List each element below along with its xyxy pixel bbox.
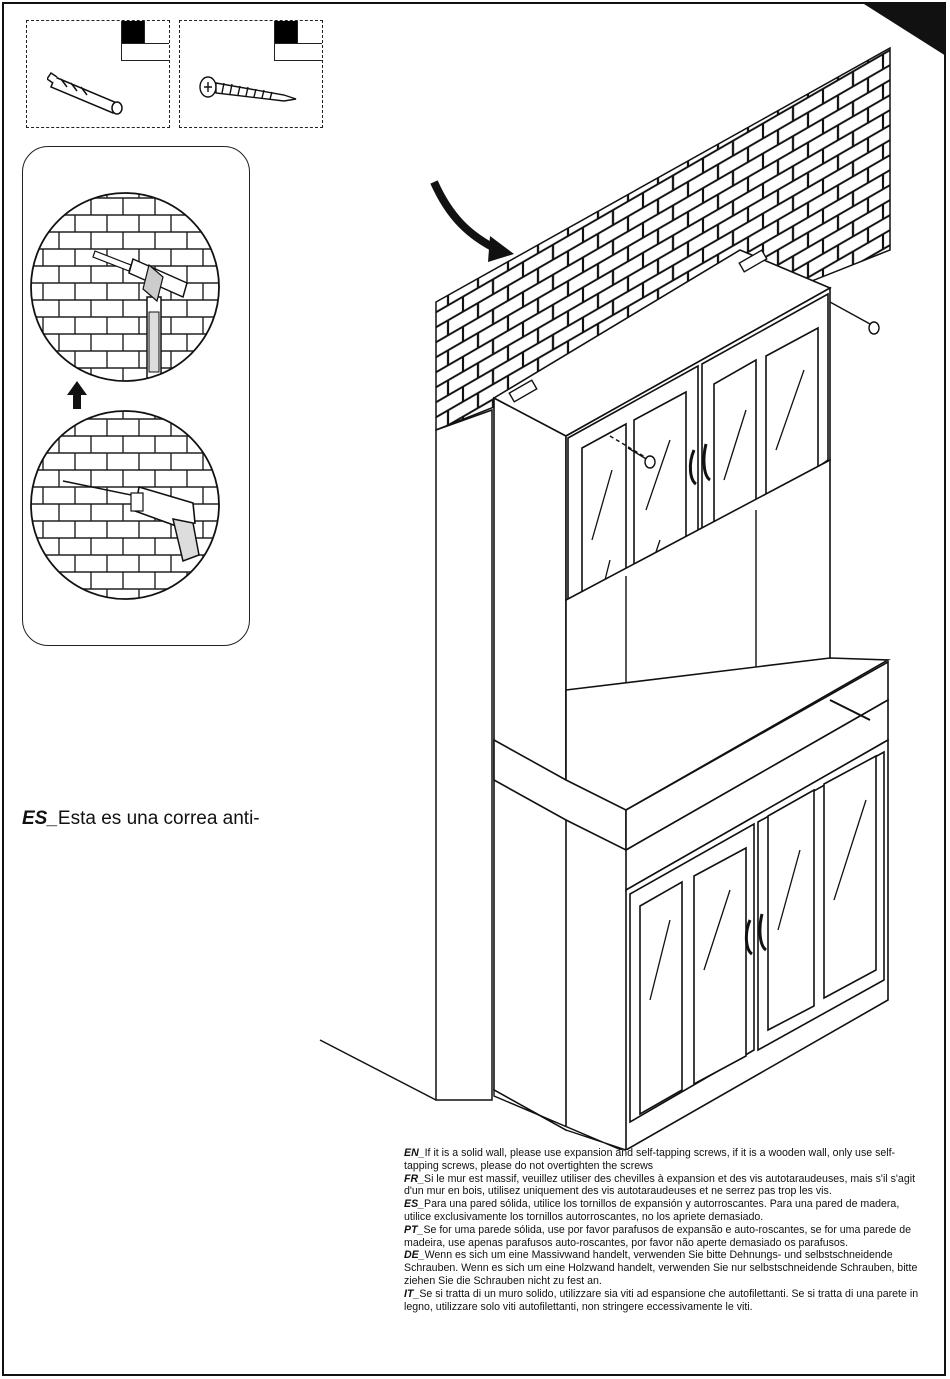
detail-panel — [22, 146, 250, 646]
part-box-anchor — [26, 20, 170, 128]
instruction-de: DE_Wenn es sich um eine Massivwand hande… — [404, 1249, 918, 1287]
part-box-screw — [179, 20, 323, 128]
cabinet-illustration — [319, 46, 891, 1150]
instruction-es: ES_Para una pared sólida, utilice los to… — [404, 1198, 900, 1223]
screw-icon — [199, 76, 297, 102]
quantity-swatch — [274, 21, 322, 61]
curved-arrow-icon — [430, 180, 514, 262]
hammer-icon — [92, 250, 188, 381]
instructions-block: EN_If it is a solid wall, please use exp… — [404, 1147, 924, 1313]
expansion-anchor-icon — [47, 71, 123, 115]
instruction-en: EN_If it is a solid wall, please use exp… — [404, 1147, 896, 1172]
instruction-fr: FR_Si le mur est massif, veuillez utilis… — [404, 1172, 916, 1198]
drill-icon — [62, 480, 200, 563]
page-corner-tab — [864, 4, 946, 56]
instruction-pt: PT_Se for uma parede sólida, use por fav… — [404, 1223, 912, 1249]
detail-illustration — [30, 192, 220, 600]
brick-wall — [435, 46, 891, 432]
instruction-it: IT_Se si tratta di un muro solido, utili… — [404, 1287, 919, 1313]
es-note: ES_Esta es una correa anti- — [22, 808, 260, 829]
quantity-swatch — [121, 21, 169, 61]
arrow-up-icon — [67, 381, 87, 409]
